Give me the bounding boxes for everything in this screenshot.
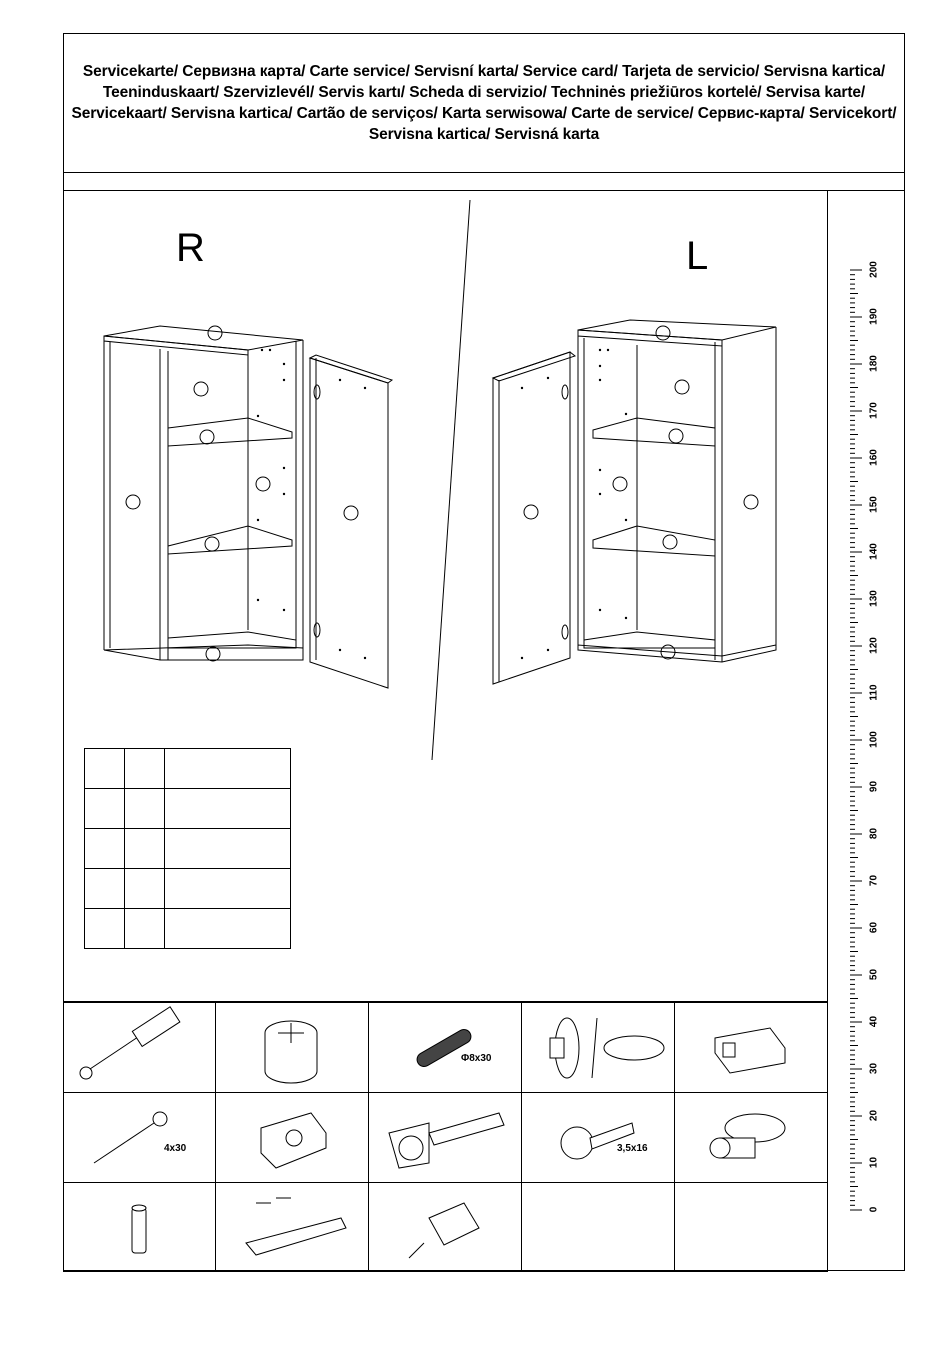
cam-bolt-icon: [79, 1006, 181, 1080]
knob-icon: [131, 1204, 147, 1254]
hardware-cell: [675, 1092, 828, 1182]
ruler-tick-label: 180: [868, 355, 880, 372]
hardware-cell: [369, 1092, 522, 1182]
handle-icon: [245, 1197, 347, 1256]
ruler-tick-label: 90: [868, 780, 880, 793]
wood-dowel-icon: [416, 1029, 472, 1067]
cabinet-left: [491, 319, 777, 685]
ruler-divider: [827, 190, 828, 1002]
ruler-tick-label: 100: [868, 731, 880, 748]
view-divider: [431, 199, 471, 761]
hardware-cell: 4x30: [63, 1092, 216, 1182]
table-row: [84, 748, 291, 789]
hardware-cell: [522, 1002, 675, 1092]
ruler-tick-label: 60: [868, 921, 880, 934]
service-card-frame: Servicekarte/ Сервизна карта/ Carte serv…: [63, 33, 905, 1271]
hardware-size-label: 3,5x16: [617, 1143, 648, 1154]
ruler-tick-label: 0: [868, 1206, 880, 1213]
ruler-tick-label: 150: [868, 496, 880, 513]
ruler-tick-label: 110: [868, 684, 880, 701]
drill-holes: [256, 348, 628, 660]
wood-screw-icon: [93, 1111, 168, 1164]
hardware-size-label: Φ8x30: [461, 1053, 492, 1064]
hardware-cell: [216, 1092, 369, 1182]
ruler-tick-label: 20: [868, 1109, 880, 1122]
ruler-tick-label: 200: [868, 261, 880, 278]
page-title: Servicekarte/ Сервизна карта/ Carte serv…: [71, 63, 897, 143]
hinge-plate-icon: [260, 1112, 327, 1169]
hardware-cell: [216, 1182, 369, 1272]
wall-bracket-icon: [714, 1027, 786, 1074]
ruler-tick-label: 50: [868, 968, 880, 981]
cover-cap-icon: [549, 1017, 665, 1079]
ruler-tick-label: 70: [868, 874, 880, 887]
table-row: [84, 908, 291, 949]
ruler-tick-label: 190: [868, 308, 880, 325]
ruler-tick-label: 10: [868, 1156, 880, 1169]
ruler-tick-label: 30: [868, 1062, 880, 1075]
hardware-cell: 3,5x16: [522, 1092, 675, 1182]
ruler-tick-label: 80: [868, 827, 880, 840]
hinge-icon: [388, 1112, 505, 1169]
corner-connector-icon: [408, 1202, 480, 1259]
table-row: [84, 828, 291, 869]
right-view-label: R: [176, 226, 205, 270]
hardware-cell: [216, 1002, 369, 1092]
shelf-support-icon: [709, 1113, 786, 1159]
hardware-cell: [63, 1182, 216, 1272]
cabinet-right: [103, 325, 394, 689]
hardware-cell: [63, 1002, 216, 1092]
hardware-size-label: 4x30: [164, 1143, 187, 1154]
grid-top-line: [63, 1001, 828, 1002]
hardware-cell: [369, 1182, 522, 1272]
hardware-cell: Φ8x30: [369, 1002, 522, 1092]
hardware-cell: [522, 1182, 675, 1272]
header-strip: [64, 172, 904, 191]
ruler-tick-label: 40: [868, 1015, 880, 1028]
parts-list-table: [84, 748, 291, 949]
left-view-label: L: [686, 234, 709, 278]
cam-lock-icon: [264, 1020, 318, 1084]
ruler-tick-label: 170: [868, 402, 880, 419]
table-row: [84, 788, 291, 829]
hardware-cell: [675, 1002, 828, 1092]
ruler-tick-label: 120: [868, 637, 880, 654]
ruler-tick-label: 130: [868, 590, 880, 607]
header: Servicekarte/ Сервизна карта/ Carte serv…: [64, 34, 904, 173]
short-screw-icon: [560, 1122, 635, 1160]
hardware-cell: [675, 1182, 828, 1272]
ruler-tick-label: 160: [868, 449, 880, 466]
ruler-tick-label: 140: [868, 543, 880, 560]
